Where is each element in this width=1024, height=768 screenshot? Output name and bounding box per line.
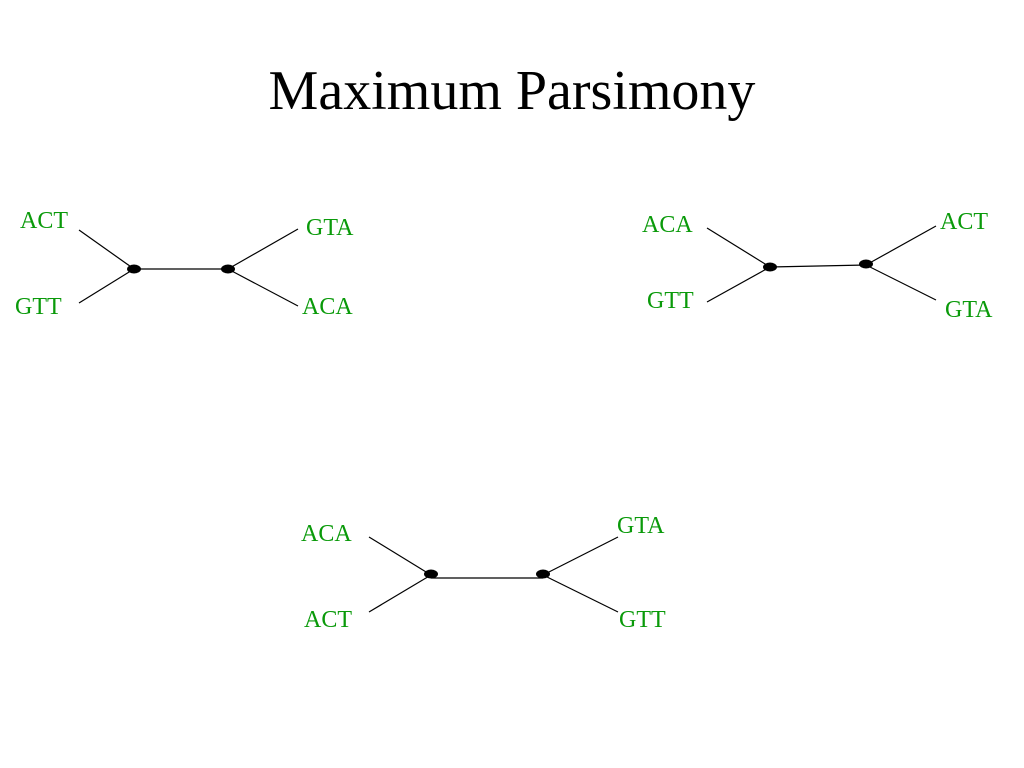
tree-2-leaf-top-left: ACA [642,212,693,238]
tree-2-branch-bottom-left [706,266,771,303]
tree-1-branch-top-left [78,229,135,270]
tree-1: ACT GTT GTA ACA [15,208,354,320]
tree-3-branch-bottom-right [542,574,619,613]
tree-3-leaf-bottom-left: ACT [304,607,352,633]
tree-2-branch-bottom-right [865,264,937,301]
tree-1-node-right [221,264,235,274]
tree-2-leaf-bottom-left: GTT [647,288,694,314]
tree-3-branch-top-left [368,536,432,576]
tree-2-branch-top-right [865,225,937,266]
tree-3-branch-top-right [542,536,619,576]
tree-2-internal-branch [769,264,867,268]
tree-2-leaf-top-right: ACT [940,209,988,235]
tree-3: ACA ACT GTA GTT [301,513,666,633]
tree-3-branch-bottom-left [368,574,432,613]
tree-1-node-left [127,264,141,274]
tree-3-leaf-top-right: GTA [617,513,665,539]
tree-1-leaf-top-right: GTA [306,215,354,241]
tree-2: ACA GTT ACT GTA [642,209,993,323]
tree-3-node-right [536,569,550,579]
tree-2-leaf-bottom-right: GTA [945,297,993,323]
tree-1-branch-bottom-right [227,268,299,307]
tree-1-leaf-bottom-left: GTT [15,294,62,320]
tree-2-node-left [763,262,777,272]
tree-1-leaf-bottom-right: ACA [302,294,353,320]
slide-title: Maximum Parsimony [268,60,756,122]
tree-2-node-right [859,259,873,269]
tree-1-branch-bottom-left [78,268,135,304]
tree-3-leaf-bottom-right: GTT [619,607,666,633]
tree-3-leaf-top-left: ACA [301,521,352,547]
tree-2-branch-top-left [706,227,771,268]
tree-3-node-left [424,569,438,579]
tree-1-leaf-top-left: ACT [20,208,68,234]
tree-1-branch-top-right [227,228,299,270]
